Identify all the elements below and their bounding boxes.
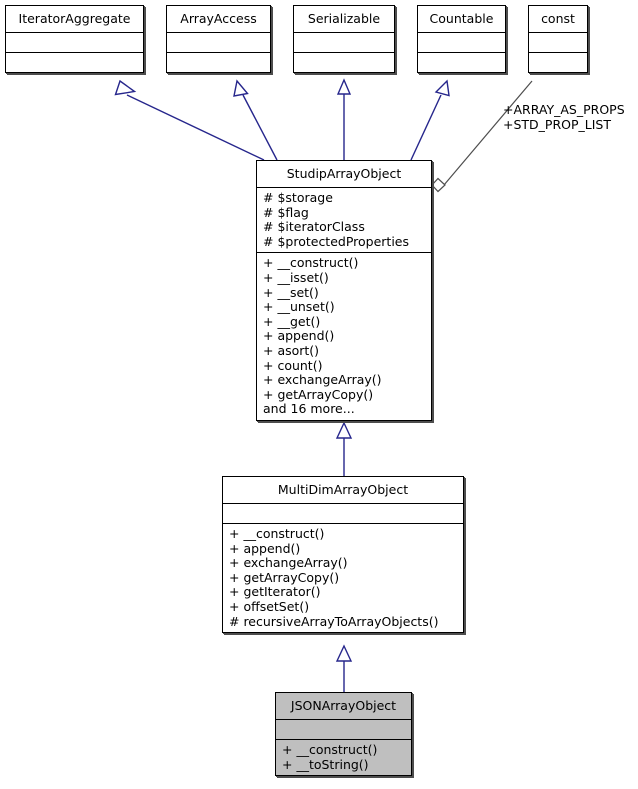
method-item: + __construct() xyxy=(229,526,325,541)
method-item: + __construct() xyxy=(263,255,359,271)
class-name-countable: Countable xyxy=(418,6,505,33)
method-item: + getIterator() xyxy=(229,584,321,600)
edge-label-line-1: +ARRAY_AS_PROPS xyxy=(503,102,625,117)
method-more-indicator: and 16 more... xyxy=(263,401,355,417)
method-item: + __unset() xyxy=(263,299,335,315)
class-box-const[interactable]: const xyxy=(528,5,588,73)
attributes-compartment xyxy=(6,33,143,53)
attributes-compartment xyxy=(418,33,505,53)
method-item: + append() xyxy=(229,540,301,556)
method-item: + append() xyxy=(263,328,335,344)
class-box-array-access[interactable]: ArrayAccess xyxy=(166,5,271,73)
method-item: + asort() xyxy=(263,342,320,358)
attributes-compartment-multidim xyxy=(223,504,463,524)
method-item: + getArrayCopy() xyxy=(229,569,340,585)
methods-compartment xyxy=(167,53,270,72)
method-item: + __toString() xyxy=(282,756,369,772)
method-item: + exchangeArray() xyxy=(263,372,382,388)
class-box-serializable[interactable]: Serializable xyxy=(293,5,395,73)
methods-compartment xyxy=(6,53,143,72)
edge-studip-to-const xyxy=(431,80,533,193)
attributes-compartment xyxy=(294,33,394,53)
class-name-const: const xyxy=(529,6,587,33)
methods-compartment-json: + __construct() + __toString() xyxy=(276,740,411,775)
methods-compartment xyxy=(418,53,505,72)
class-name-iterator-aggregate: IteratorAggregate xyxy=(6,6,143,33)
attributes-compartment-studip: # $storage # $flag # $iteratorClass # $p… xyxy=(257,188,431,254)
class-box-studip-array-object[interactable]: StudipArrayObject # $storage # $flag # $… xyxy=(256,160,432,421)
class-name-multi-dim-array-object: MultiDimArrayObject xyxy=(223,477,463,504)
class-box-countable[interactable]: Countable xyxy=(417,5,506,73)
methods-compartment xyxy=(529,53,587,72)
edge-studip-to-countable xyxy=(410,79,450,161)
edge-label-const-usage: +ARRAY_AS_PROPS +STD_PROP_LIST xyxy=(503,102,625,133)
attributes-compartment xyxy=(167,33,270,53)
method-item: + count() xyxy=(263,357,323,373)
edge-label-line-2: +STD_PROP_LIST xyxy=(503,116,611,132)
attribute-item: # $storage xyxy=(263,190,333,205)
method-item: + getArrayCopy() xyxy=(263,386,374,402)
class-name-array-access: ArrayAccess xyxy=(167,6,270,33)
class-name-studip-array-object: StudipArrayObject xyxy=(257,161,431,188)
method-item: + __get() xyxy=(263,313,321,329)
edge-studip-to-iteratoraggregate xyxy=(114,79,265,161)
methods-compartment-studip: + __construct() + __isset() + __set() + … xyxy=(257,253,431,420)
attributes-compartment-json xyxy=(276,720,411,740)
edge-json-to-multidim xyxy=(335,644,353,692)
method-item: + exchangeArray() xyxy=(229,555,348,571)
methods-compartment xyxy=(294,53,394,72)
edge-studip-to-arrayaccess xyxy=(233,79,278,161)
methods-compartment-multidim: + __construct() + append() + exchangeArr… xyxy=(223,524,463,632)
attribute-item: # $iteratorClass xyxy=(263,219,365,235)
attribute-item: # $protectedProperties xyxy=(263,233,410,249)
method-item: + __isset() xyxy=(263,269,329,285)
attributes-compartment xyxy=(529,33,587,53)
class-box-iterator-aggregate[interactable]: IteratorAggregate xyxy=(5,5,144,73)
method-item: + __set() xyxy=(263,284,319,300)
class-box-json-array-object[interactable]: JSONArrayObject + __construct() + __toSt… xyxy=(275,692,412,777)
class-box-multi-dim-array-object[interactable]: MultiDimArrayObject + __construct() + ap… xyxy=(222,476,464,634)
method-item: + offsetSet() xyxy=(229,598,310,614)
edge-multidim-to-studip xyxy=(335,421,353,476)
attribute-item: # $flag xyxy=(263,204,309,220)
class-name-json-array-object: JSONArrayObject xyxy=(276,693,411,720)
method-item: # recursiveArrayToArrayObjects() xyxy=(229,613,439,629)
class-name-serializable: Serializable xyxy=(294,6,394,33)
method-item: + __construct() xyxy=(282,742,378,757)
edge-studip-to-serializable xyxy=(336,78,352,160)
